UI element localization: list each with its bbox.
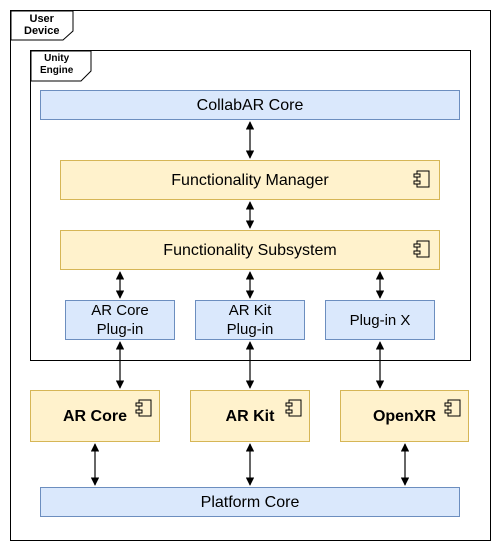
component-icon — [413, 170, 430, 188]
arcore-plugin-box[interactable]: AR Core Plug-in — [65, 300, 175, 340]
arcore-plugin-label: AR Core Plug-in — [91, 302, 149, 338]
functionality-subsystem-label: Functionality Subsystem — [163, 241, 337, 259]
openxr-box[interactable]: OpenXR — [340, 390, 469, 442]
component-icon — [285, 399, 302, 417]
functionality-manager-label: Functionality Manager — [171, 171, 329, 189]
arkit-plugin-label: AR Kit Plug-in — [226, 302, 274, 338]
ar-core-label: AR Core — [62, 407, 127, 425]
plugin-x-label: Plug-in X — [349, 311, 411, 329]
arkit-plugin-box[interactable]: AR Kit Plug-in — [195, 300, 305, 340]
ar-core-box[interactable]: AR Core — [30, 390, 160, 442]
collabar-core-label: CollabAR Core — [196, 96, 304, 114]
platform-core-label: Platform Core — [200, 493, 300, 511]
functionality-subsystem-box[interactable]: Functionality Subsystem — [60, 230, 440, 270]
user-device-tab — [11, 11, 74, 41]
component-icon — [444, 399, 461, 417]
platform-core-box[interactable]: Platform Core — [40, 487, 460, 517]
ar-kit-label: AR Kit — [225, 407, 275, 425]
collabar-core-box[interactable]: CollabAR Core — [40, 90, 460, 120]
ar-kit-box[interactable]: AR Kit — [190, 390, 310, 442]
user-device-container: User Device — [10, 10, 491, 541]
unity-engine-label: Unity Engine — [40, 53, 74, 76]
component-icon — [135, 399, 152, 417]
openxr-label: OpenXR — [372, 407, 437, 425]
unity-engine-tab — [31, 51, 92, 82]
component-icon — [413, 240, 430, 258]
functionality-manager-box[interactable]: Functionality Manager — [60, 160, 440, 200]
user-device-label: User Device — [24, 13, 60, 37]
unity-engine-container: Unity Engine — [30, 50, 471, 361]
plugin-x-box[interactable]: Plug-in X — [325, 300, 435, 340]
